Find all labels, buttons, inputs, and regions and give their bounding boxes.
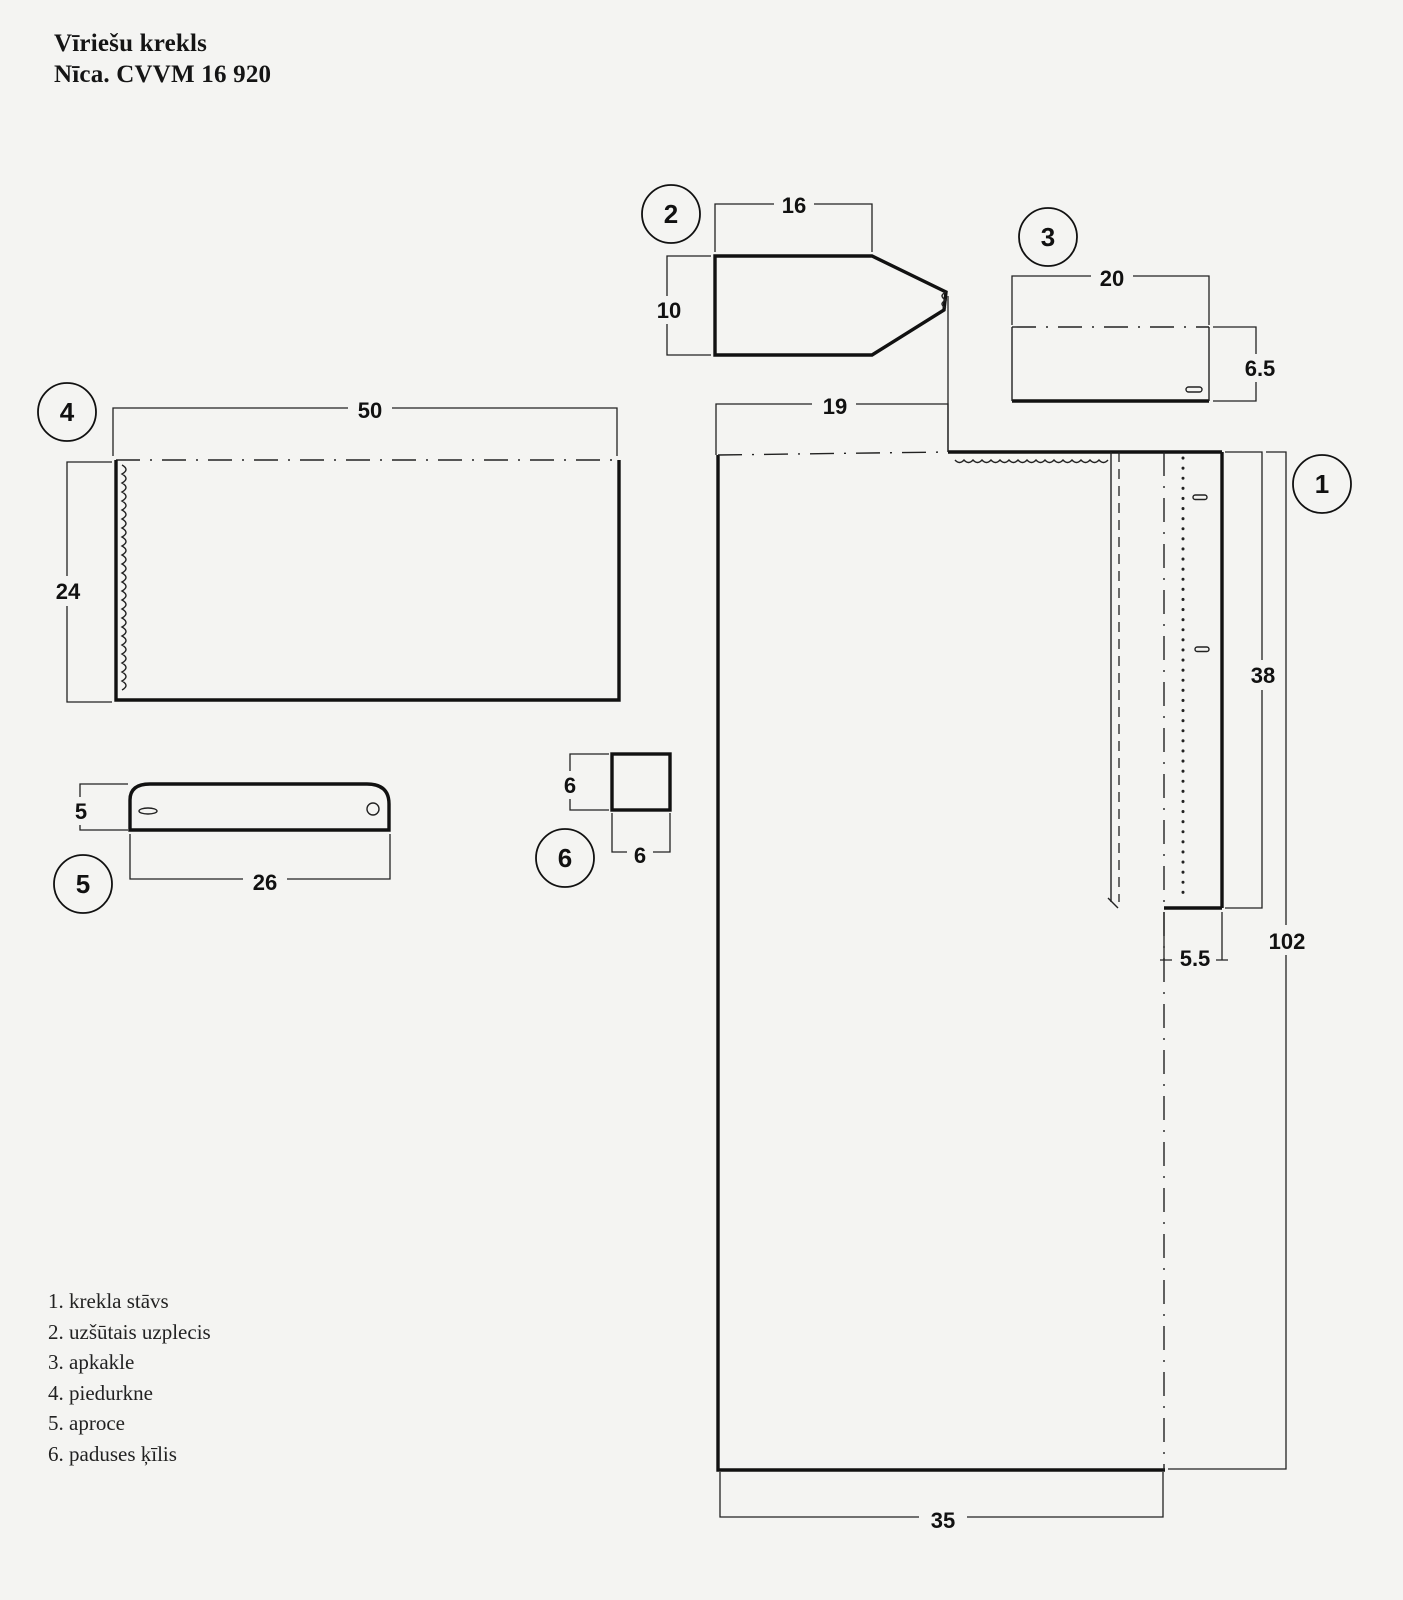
- legend: 1. krekla stāvs 2. uzšūtais uzplecis 3. …: [48, 1286, 211, 1470]
- piece-1-length-dim-line: [1168, 451, 1287, 1470]
- piece-3-collar: 20 6.5 3: [1011, 207, 1282, 403]
- piece-6-height-dim: 6: [564, 773, 576, 798]
- piece-4-number: 4: [60, 397, 75, 427]
- piece-5-outline: [128, 782, 391, 832]
- piece-1-outline: [716, 455, 1165, 1472]
- page-subtitle: Nīca. CVVM 16 920: [54, 61, 272, 88]
- piece-1-length-dim: 102: [1269, 929, 1306, 954]
- piece-5-badge: [53, 854, 113, 914]
- piece-4-badge: [37, 382, 97, 442]
- piece-3-number: 3: [1041, 222, 1055, 252]
- piece-2-width-dim: 16: [782, 193, 806, 218]
- page-title: Vīriešu krekls: [54, 30, 208, 57]
- piece-4-width-dim: 50: [358, 398, 382, 423]
- piece-5-number: 5: [76, 869, 90, 899]
- piece-2-shoulder-strap: 16 10 2: [641, 184, 949, 452]
- piece-2-number: 2: [664, 199, 678, 229]
- piece-1-opening-dim: 38: [1251, 663, 1275, 688]
- piece-6-number: 6: [558, 843, 572, 873]
- legend-item: 6. paduses ķīlis: [48, 1441, 177, 1466]
- piece-3-buttonhole: [1185, 386, 1203, 393]
- piece-3-width-dim: 20: [1100, 266, 1124, 291]
- title-block: Vīriešu krekls Nīca. CVVM 16 920: [54, 28, 271, 90]
- piece-5-width-dim: 26: [253, 870, 277, 895]
- legend-item: 1. krekla stāvs: [48, 1289, 169, 1313]
- legend-item: 5. aproce: [48, 1411, 125, 1436]
- piece-1-number: 1: [1315, 469, 1329, 499]
- piece-6-outline: [610, 752, 672, 812]
- legend-item: 2. uzšūtais uzplecis: [48, 1319, 211, 1344]
- piece-6-badge: [535, 828, 595, 888]
- piece-2-tip-gather: [941, 291, 948, 309]
- piece-2-badge: [641, 184, 701, 244]
- piece-1-placket-dim: 5.5: [1180, 946, 1211, 971]
- piece-5-button: [366, 802, 380, 816]
- piece-3-height-dim: 6.5: [1245, 356, 1276, 381]
- piece-4-height-dim: 24: [56, 579, 81, 604]
- piece-1-placket-hem: [1107, 897, 1119, 909]
- piece-2-height-dim: 10: [657, 298, 681, 323]
- piece-1-shirt-body: 19 38 102 5.5 35 1: [715, 394, 1352, 1533]
- piece-4-sleeve: 50 24 4: [37, 382, 621, 703]
- piece-1-neck-fold-line: [717, 451, 949, 456]
- legend-item: 4. piedurkne: [48, 1380, 153, 1405]
- piece-1-width-dim: 35: [931, 1508, 955, 1533]
- piece-5-cuff: 26 5 5: [53, 782, 391, 914]
- piece-3-badge: [1018, 207, 1078, 267]
- piece-4-outline: [114, 460, 621, 702]
- piece-5-buttonhole: [138, 807, 158, 815]
- piece-6-gusset: 6 6 6: [535, 752, 672, 888]
- piece-1-gathered-edge: [954, 458, 1109, 464]
- piece-6-width-dim: 6: [634, 843, 646, 868]
- piece-1-shoulder-dim: 19: [823, 394, 847, 419]
- piece-1-buttonhole-2: [1194, 646, 1210, 653]
- legend-item: 3. apkakle: [48, 1350, 135, 1375]
- piece-4-gathered-edge: [120, 464, 127, 691]
- piece-2-outline: [713, 254, 948, 357]
- piece-1-badge: [1292, 454, 1352, 514]
- piece-5-height-dim: 5: [75, 799, 87, 824]
- piece-1-buttonhole-1: [1192, 494, 1208, 501]
